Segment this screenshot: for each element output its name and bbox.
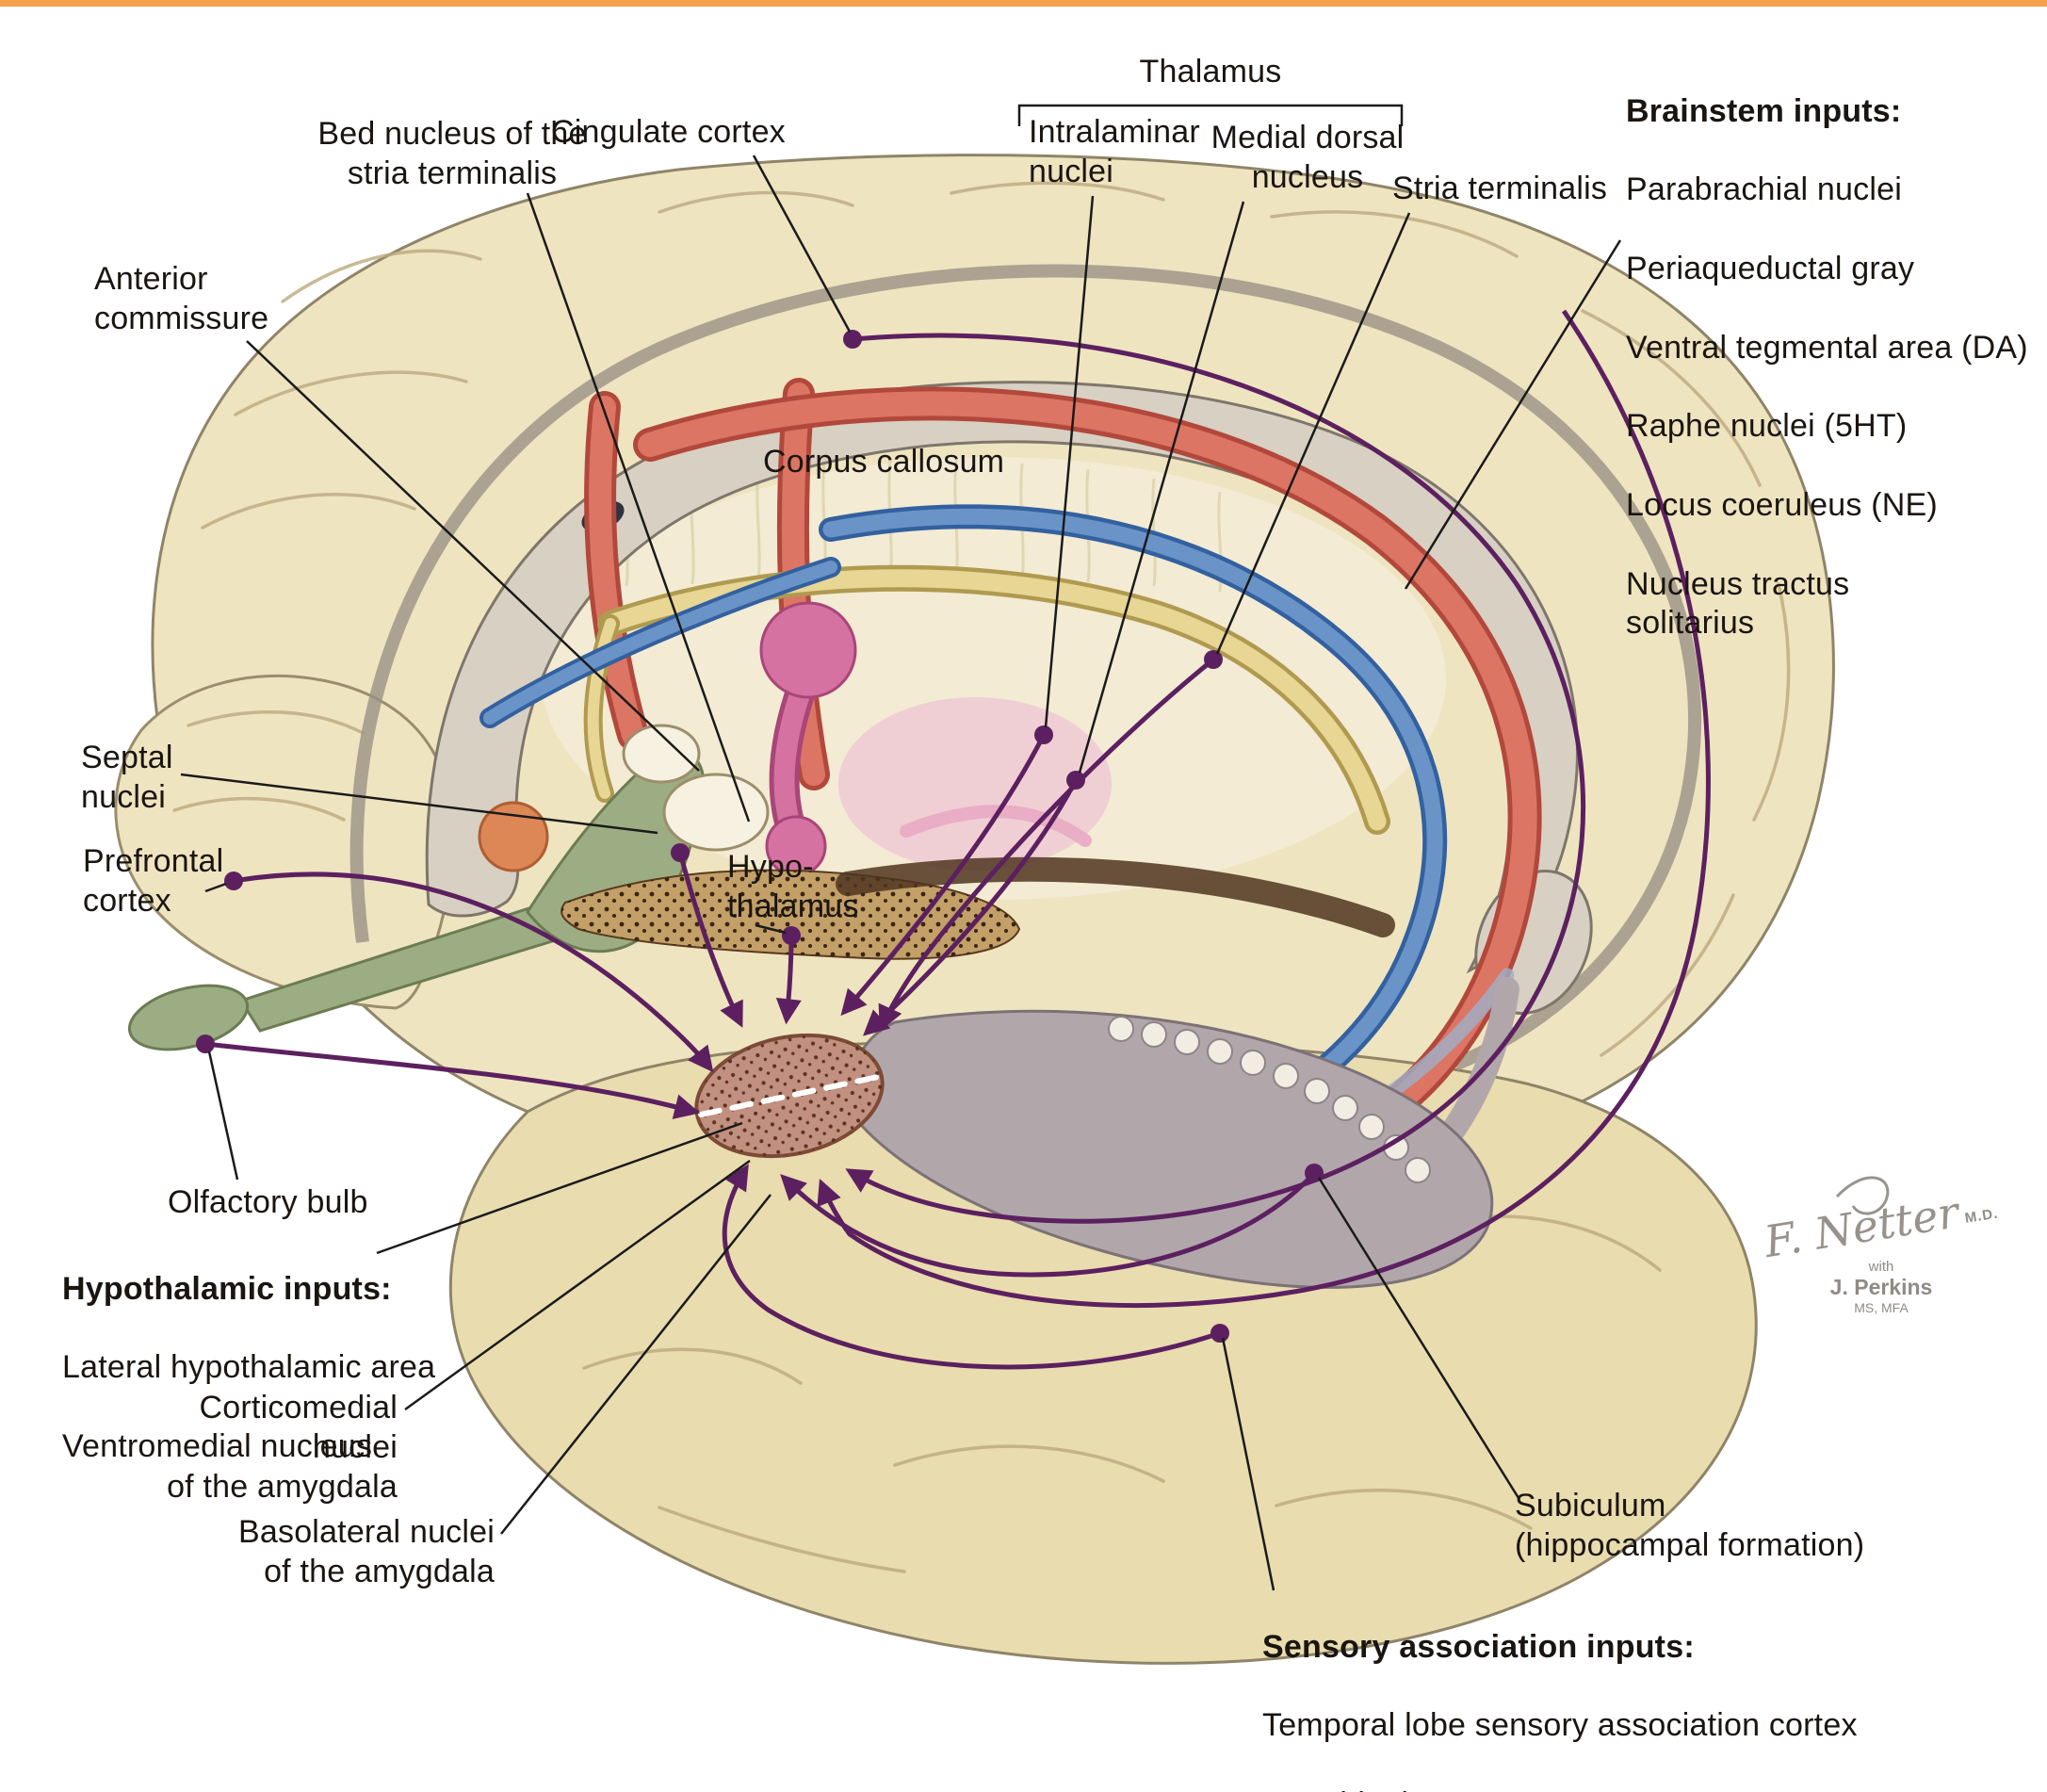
- amygdala-division-dashed-line: [698, 1074, 881, 1117]
- pathway-septal: [677, 852, 743, 1028]
- brainstem-input-item: Nucleus tractus solitarius: [1626, 565, 1850, 642]
- brainstem-input-item: Parabrachial nuclei: [1626, 171, 1902, 208]
- pathway-brainstem: [817, 309, 1711, 1308]
- pathway-prefrontal: [233, 872, 714, 1073]
- label-corticomedial-nuclei: Corticomedial nuclei of the amygdala: [167, 1390, 398, 1505]
- label-cingulate-cortex: Cingulate cortex: [551, 114, 786, 150]
- artist-signature: F. Netter M.D. with J. Perkins MS, MFA: [1762, 1186, 2000, 1315]
- leader-septal: [180, 773, 658, 835]
- brainstem-input-item: Ventral tegmental area (DA): [1626, 329, 2028, 366]
- label-septal-nuclei: Septal nuclei: [81, 740, 173, 815]
- pathway-origin-dots: [196, 330, 1324, 1343]
- leader-corticomedial: [404, 1159, 751, 1411]
- leader-prefrontal: [204, 882, 227, 893]
- midbrain-dark-band: [836, 856, 1395, 937]
- sensory-input-item: Entorhinal cortex: [1262, 1785, 1941, 1792]
- hypothalamic-inputs-block: Hypothalamic inputs: Lateral hypothalami…: [62, 1230, 477, 1507]
- brainstem-input-item: Locus coeruleus (NE): [1626, 486, 1938, 523]
- brainstem-inputs-block: Brainstem inputs: Parabrachial nuclei Pe…: [1626, 53, 2047, 683]
- leader-stria-terminalis: [1215, 212, 1411, 655]
- signature-name: F. Netter: [1761, 1186, 1963, 1268]
- pathway-intralaminar: [840, 733, 1047, 1017]
- leader-hypothalamus: [755, 923, 787, 935]
- amygdala-shape: [694, 1033, 885, 1159]
- brainstem-input-item: Periaqueductal gray: [1626, 251, 1915, 287]
- brainstem-input-item: Raphe nuclei (5HT): [1626, 408, 1908, 445]
- leader-basolateral: [500, 1194, 772, 1535]
- pathway-stria-terminalis: [878, 658, 1215, 1032]
- sensory-inputs-heading: Sensory association inputs:: [1262, 1628, 1695, 1665]
- signature-with: with: [1868, 1259, 1894, 1275]
- leader-intralaminar: [1044, 195, 1095, 728]
- label-anterior-commissure: Anterior commissure: [94, 261, 269, 336]
- label-prefrontal-cortex: Prefrontal cortex: [83, 843, 224, 919]
- signature-flourish: [1835, 1176, 1890, 1215]
- hypothalamic-white-structures: [622, 724, 770, 852]
- pathway-arrows: [204, 309, 1711, 1370]
- leader-olfactory: [207, 1051, 239, 1181]
- leader-brainstem: [1404, 239, 1622, 590]
- top-accent-bar: [0, 0, 2047, 7]
- pathway-subiculum: [780, 1171, 1316, 1278]
- hypothalamic-input-item: Ventromedial nucleus: [62, 1428, 373, 1465]
- label-subiculum: Subiculum (hippocampal formation): [1515, 1488, 1865, 1563]
- leader-medial-dorsal: [1078, 201, 1245, 774]
- signature-credentials: MS, MFA: [1854, 1300, 1909, 1315]
- signature-degree: M.D.: [1963, 1205, 2000, 1227]
- label-thalamus: Thalamus: [1139, 54, 1282, 90]
- hypothalamic-input-item: Lateral hypothalamic area: [62, 1349, 436, 1386]
- label-medial-dorsal-nucleus: Medial dorsal nucleus: [1210, 120, 1405, 195]
- signature-collaborator: J. Perkins: [1829, 1275, 1933, 1299]
- pathway-cingulate: [845, 333, 1586, 1224]
- thalamus-bracket: [1017, 104, 1404, 126]
- sensory-association-inputs-block: Sensory association inputs: Temporal lob…: [1262, 1588, 1941, 1792]
- hypothalamic-inputs-heading: Hypothalamic inputs:: [62, 1270, 392, 1307]
- cingulate-sulcus-arc: [349, 264, 1702, 1071]
- label-corpus-callosum: Corpus callosum: [763, 444, 1005, 480]
- leader-anterior-commissure: [246, 340, 700, 772]
- label-basolateral-nuclei: Basolateral nuclei of the amygdala: [238, 1514, 495, 1589]
- leader-hypothalamic-inputs: [376, 1121, 743, 1255]
- label-hypothalamus: Hypo- thalamus: [727, 849, 859, 924]
- label-stria-terminalis: Stria terminalis: [1392, 171, 1608, 206]
- pathway-sensory-association: [722, 1164, 1221, 1370]
- leader-sensory: [1221, 1337, 1275, 1591]
- olfactory-bulb-shape: [127, 984, 250, 1051]
- leader-lines: [180, 104, 1622, 1591]
- pathway-olfactory: [204, 1041, 701, 1119]
- label-olfactory-bulb: Olfactory bulb: [168, 1184, 368, 1220]
- brainstem-inputs-heading: Brainstem inputs:: [1626, 92, 1902, 129]
- leader-cingulate: [752, 155, 852, 333]
- leader-subiculum: [1317, 1177, 1520, 1499]
- dentate-teeth: [1108, 1016, 1431, 1183]
- label-intralaminar-nuclei: Intralaminar nuclei: [1029, 114, 1200, 189]
- anterior-commissure-shape: [478, 801, 549, 872]
- leader-bed-nucleus: [526, 192, 751, 823]
- pathway-medial-dorsal: [862, 778, 1079, 1036]
- label-bed-nucleus: Bed nucleus of the stria terminalis: [317, 116, 587, 191]
- sensory-input-item: Temporal lobe sensory association cortex: [1262, 1707, 1858, 1744]
